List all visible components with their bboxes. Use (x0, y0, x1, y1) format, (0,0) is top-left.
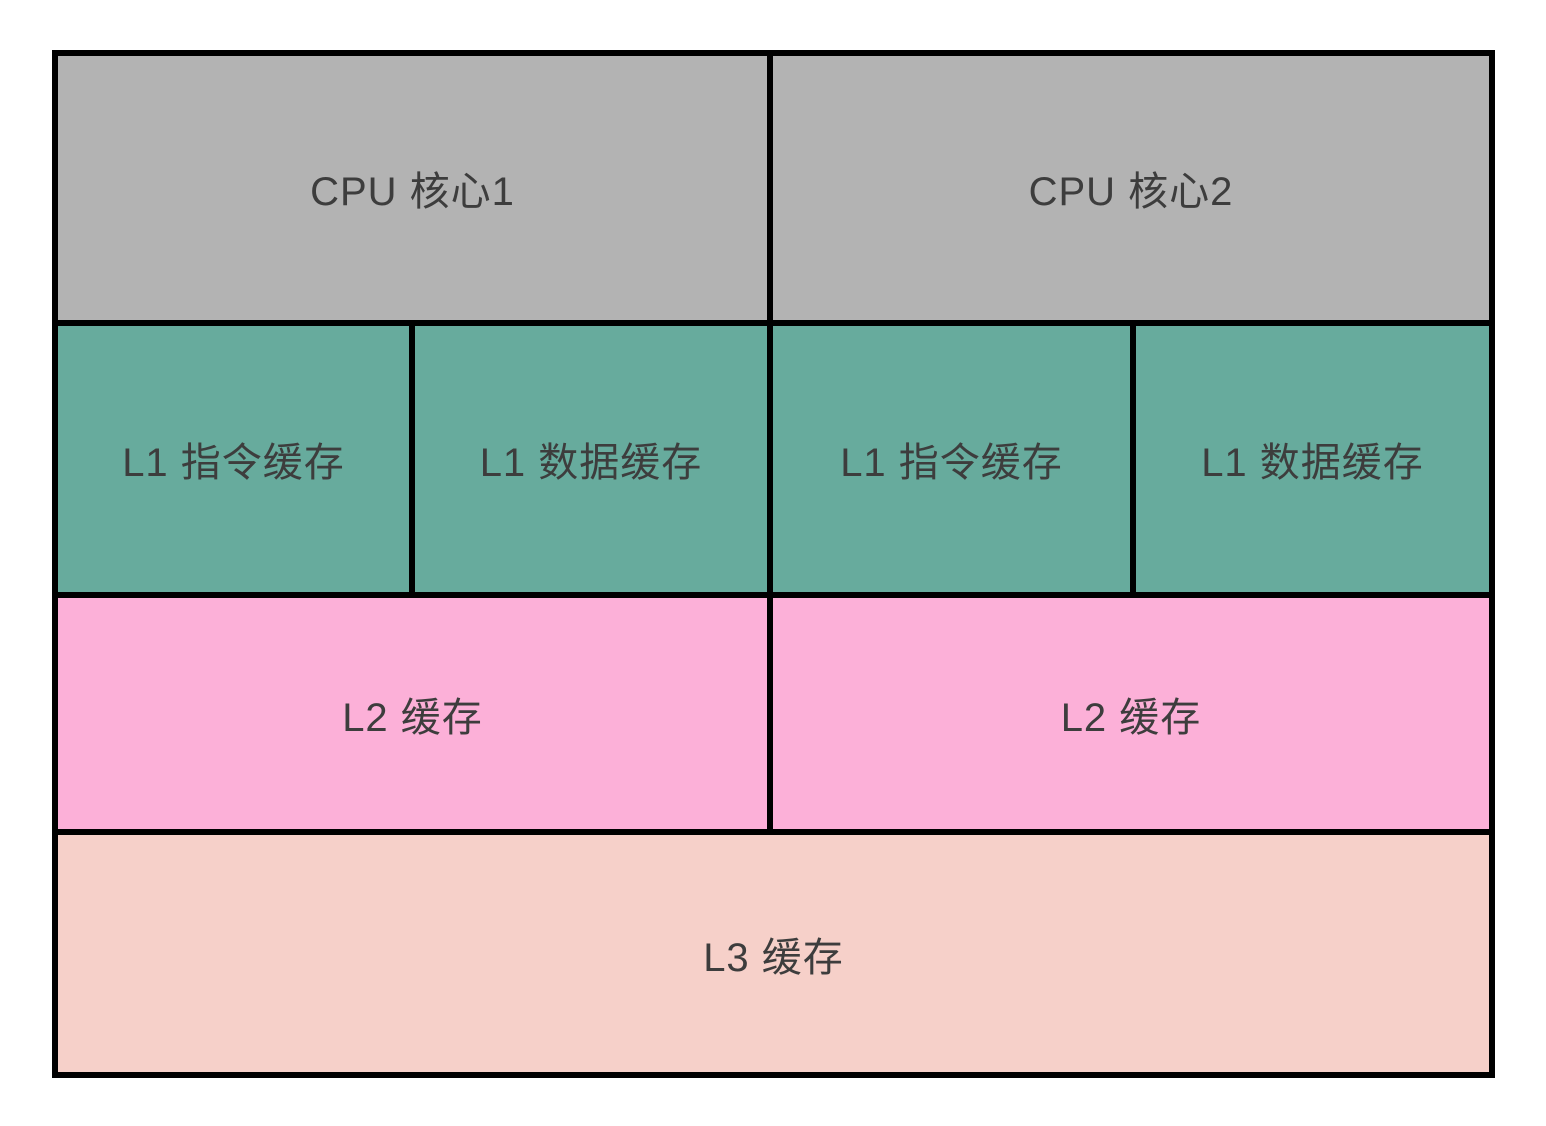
cpu-core-1-label: CPU 核心1 (310, 170, 515, 214)
l2-cache-1-block: L2 缓存 (58, 598, 767, 829)
l2-cache-2-block: L2 缓存 (773, 598, 1489, 829)
l2-cache-2-label: L2 缓存 (1060, 695, 1202, 740)
l1-data-cache-2-block: L1 数据缓存 (1136, 326, 1489, 592)
l1-instruction-cache-2-label: L1 指令缓存 (840, 441, 1063, 485)
l3-cache-label: L3 缓存 (703, 935, 844, 980)
l1-data-cache-1-label: L1 数据缓存 (479, 441, 703, 485)
cpu-core-2-block: CPU 核心2 (773, 56, 1489, 320)
cpu-core-1-block: CPU 核心1 (58, 56, 767, 320)
l1-instruction-cache-1-label: L1 指令缓存 (122, 441, 345, 485)
cpu-core-2-label: CPU 核心2 (1028, 170, 1234, 214)
l1-data-cache-2-label: L1 数据缓存 (1201, 441, 1424, 485)
l2-cache-1-label: L2 缓存 (342, 695, 483, 740)
l1-data-cache-1-block: L1 数据缓存 (415, 326, 767, 592)
l1-instruction-cache-2-block: L1 指令缓存 (773, 326, 1130, 592)
l1-instruction-cache-1-block: L1 指令缓存 (58, 326, 409, 592)
l3-cache-block: L3 缓存 (58, 835, 1489, 1072)
cpu-cache-diagram: CPU 核心1 CPU 核心2 L1 指令缓存 L1 数据缓存 L1 指令缓存 … (52, 50, 1495, 1078)
